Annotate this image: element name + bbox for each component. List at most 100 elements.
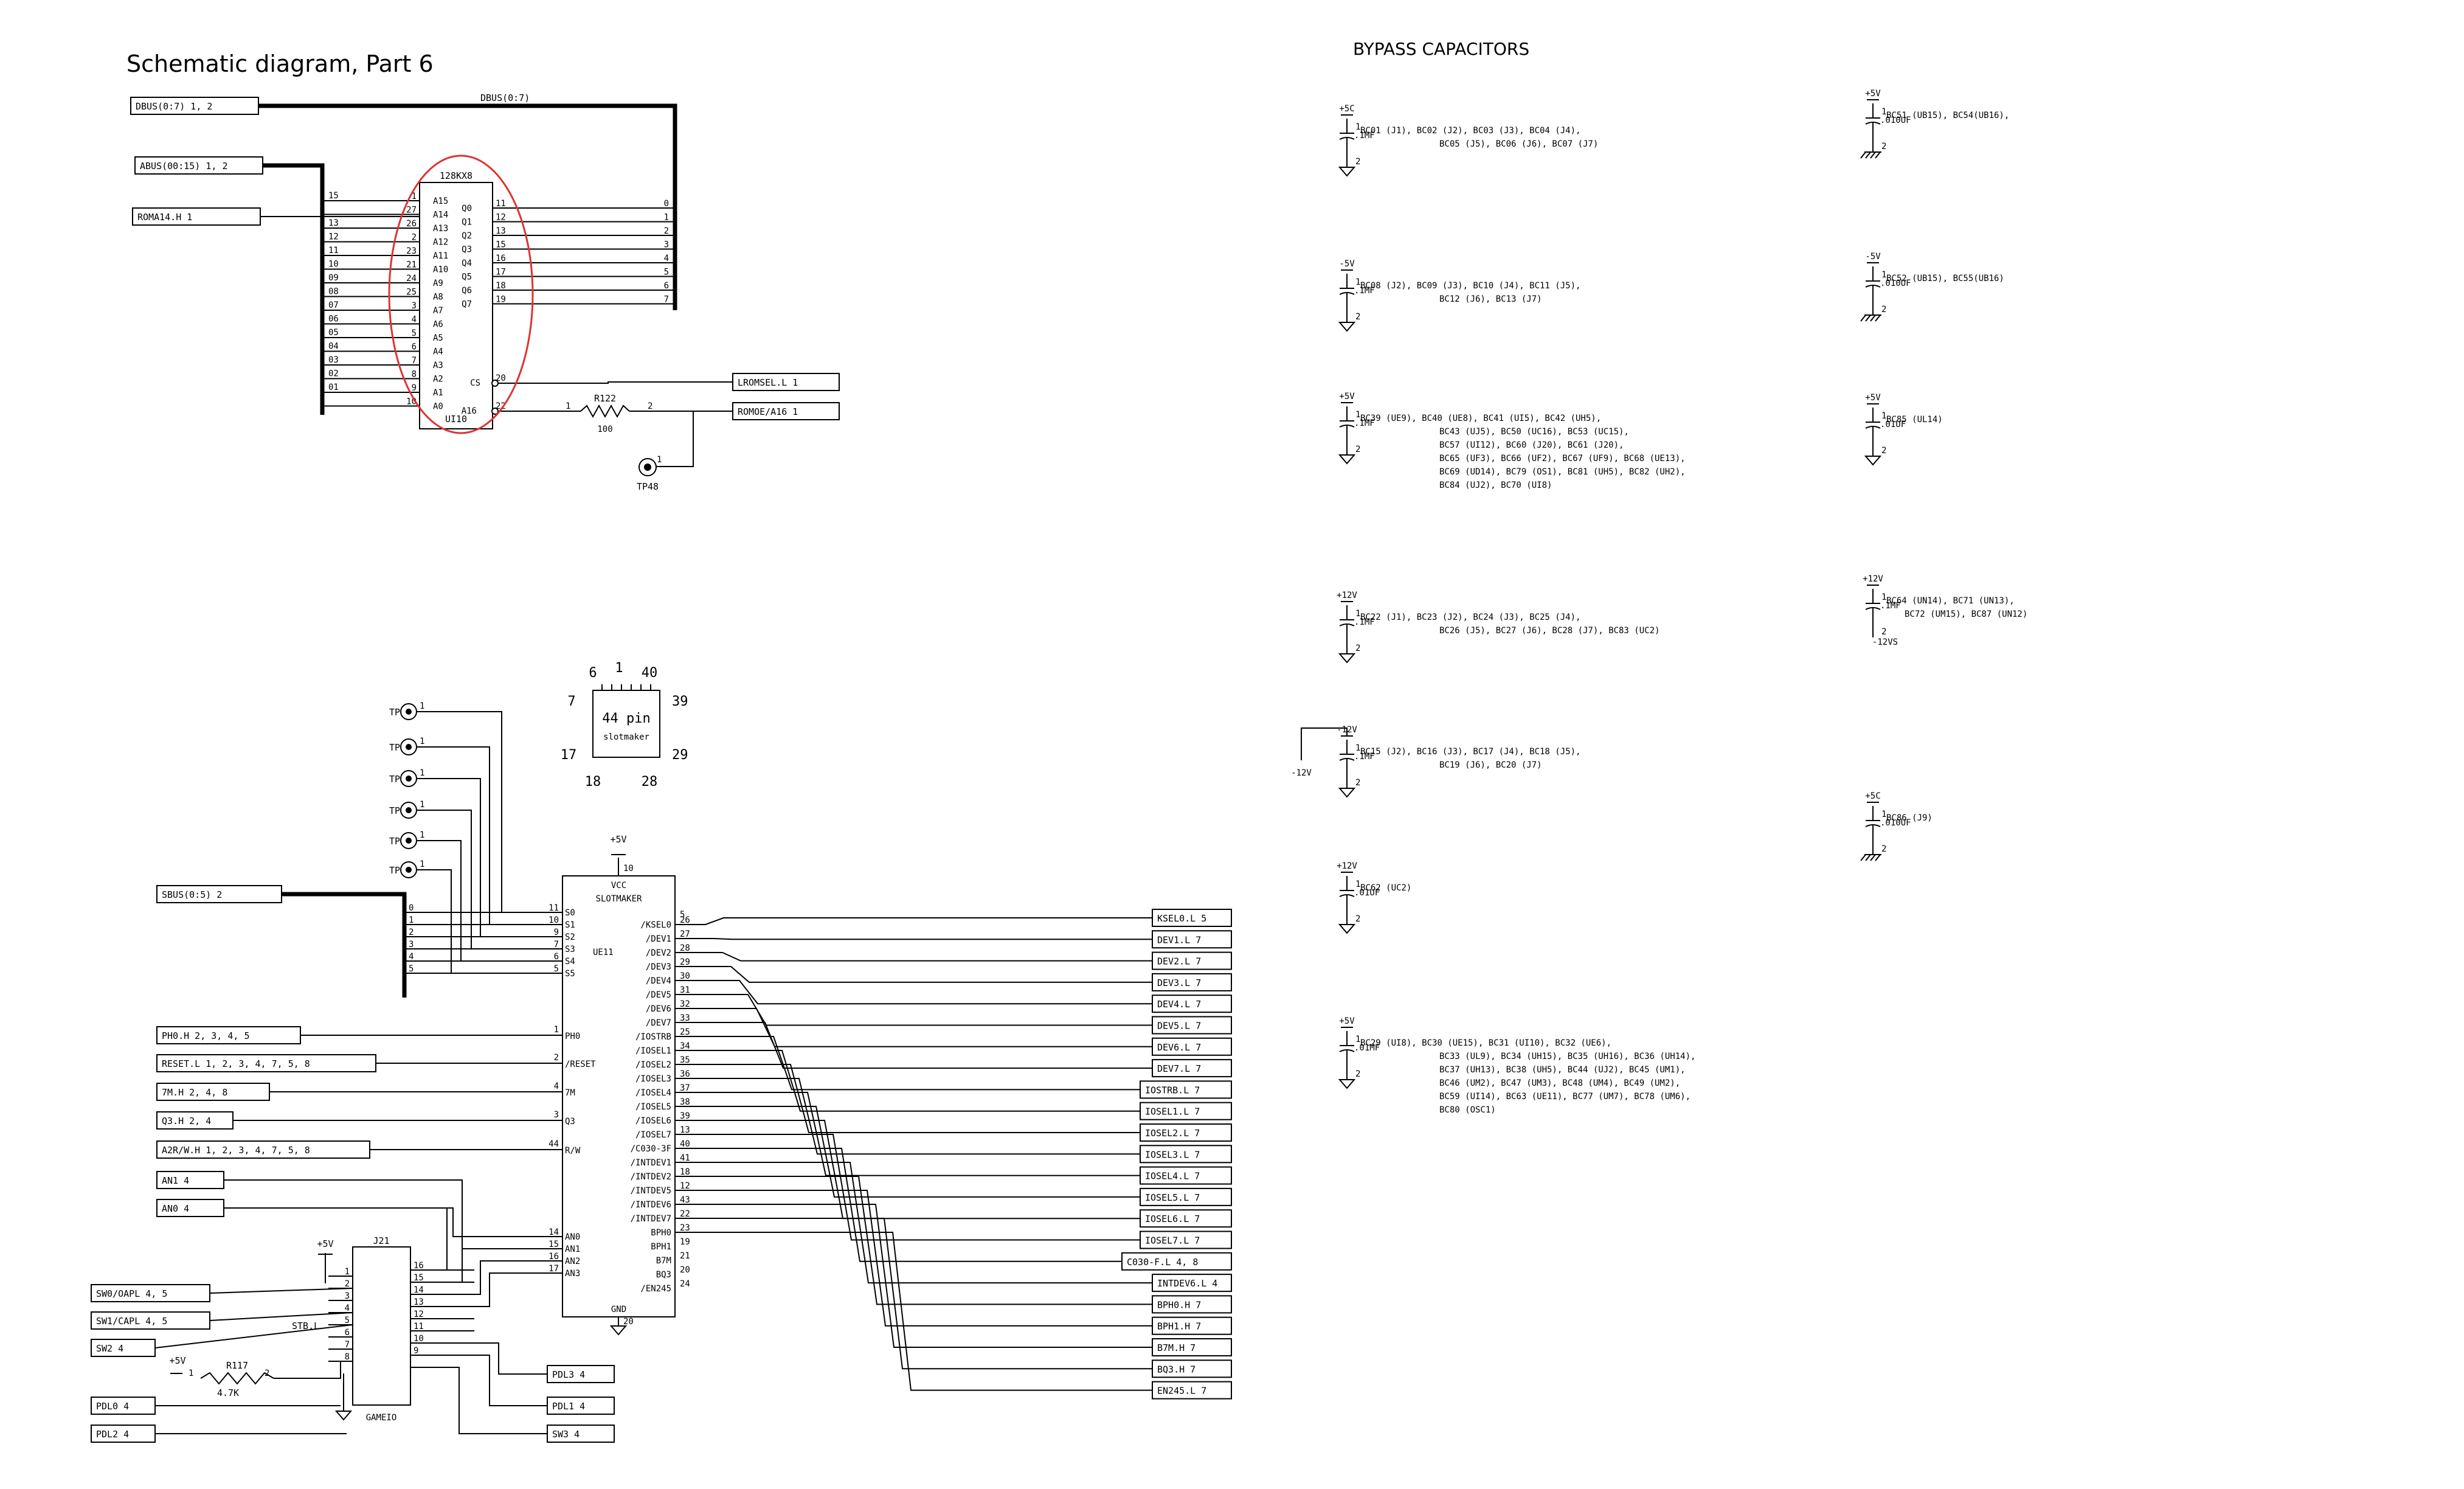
pin-num: 20 [680,1265,690,1275]
signal-label-text: PDL1 4 [552,1401,585,1412]
cap-rail: +5C [1339,104,1354,114]
tp-dot [406,744,412,750]
pin-num: 27 [680,929,690,939]
pin-num: 38 [680,1097,690,1107]
rom-addr-pin: A15 [433,196,448,206]
signal-label-text: IOSEL2.L 7 [1145,1128,1200,1139]
r122-symbol [580,404,630,418]
romoe-output [732,402,840,420]
pin-name: S5 [565,969,575,979]
pin-num: 1 [1881,592,1886,602]
sw3-output [547,1425,615,1443]
pin-num: 12 [414,1310,424,1319]
signal-label-text: ROMOE/A16 1 [738,406,798,417]
ground-hatch [1875,314,1881,322]
output-label [1140,1080,1232,1099]
tp-pin: 1 [420,768,424,778]
signal-label-text: ABUS(00:15) 1, 2 [140,161,228,172]
slotmaker-chip [562,875,676,1317]
pkg-num: 29 [672,748,688,763]
output-label [1152,1059,1232,1078]
rom-addr-num: 25 [406,288,417,297]
signal-label-text: ROMA14.H 1 [137,212,192,223]
rom-addr-pin: A1 [433,388,443,398]
pin-name: /INTDEV5 [631,1186,671,1196]
pin-name: /INTDEV6 [631,1200,671,1210]
tp-wire [417,711,502,912]
capacitor-plate [1339,894,1355,897]
capacitor-plate [1865,824,1881,827]
pin-num: 1 [566,401,570,411]
data-bit: 4 [664,254,669,263]
cap-rail: +12V [1863,574,1883,584]
capacitor-plate [1339,1049,1355,1052]
rom-data-num: 18 [496,281,506,291]
pin-num: 1 [1355,880,1360,889]
output-wire [675,994,1152,1026]
chip-name: SLOTMAKER [596,894,642,904]
sw-wire [209,1288,353,1294]
pin-num: 2 [1355,778,1360,788]
ground-symbol [1338,454,1356,465]
pkg-num: 17 [561,748,577,763]
pin-name: BQ3 [656,1270,671,1280]
rom-addr-pin: A5 [433,333,443,343]
ground-hatch [1860,314,1866,322]
rom-data-pin: Q0 [462,204,472,213]
ground-hatch [1860,151,1866,159]
a16-num: 22 [496,401,506,411]
output-wire [675,1008,1152,1047]
ground-hatch [1875,854,1881,861]
tp-pin: 1 [420,830,424,840]
rom-addr-pin: A3 [433,361,443,370]
r117-symbol [200,1372,274,1385]
pin-name: /DEV5 [646,990,671,1000]
rom-addr-num: 21 [406,260,417,270]
bus-bit: 11 [328,246,339,255]
pin-name: /IOSEL4 [635,1088,671,1098]
pin-name: B7M [656,1256,671,1266]
rom-data-pin: Q6 [462,286,472,296]
rom-chip [419,182,493,429]
pin-name: /INTDEV1 [631,1158,671,1168]
output-label [1121,1252,1232,1271]
cap-value: .010UF [1880,818,1911,828]
rom-data-num: 16 [496,254,506,263]
rom-data-num: 19 [496,295,506,305]
signal-label-text: IOSTRB.L 7 [1145,1085,1200,1095]
abus-input-label [134,156,263,175]
cap-rail: -5V [1339,259,1355,269]
pin-num: 37 [680,1083,690,1093]
output-label [1152,1295,1232,1314]
pin-num: 12 [680,1181,690,1191]
signal-label-text: IOSEL7.L 7 [1145,1235,1200,1246]
pin-num: 2 [1355,644,1360,653]
pin-name: /IOSEL3 [635,1074,671,1084]
cap-refs: BC05 (J5), BC06 (J6), BC07 (J7) [1439,139,1598,149]
rom-addr-pin: A10 [433,265,448,275]
rom-addr-num: 3 [412,301,417,311]
cap-refs: BC37 (UH13), BC38 (UH5), BC44 (UJ2), BC4… [1439,1065,1686,1075]
signal-label-text: INTDEV6.L 4 [1157,1278,1217,1289]
output-label [1152,1037,1232,1056]
output-label [1152,1381,1232,1400]
pin-name: PH0 [565,1032,580,1041]
pkg-num: 39 [672,694,688,709]
pin-name: S2 [565,932,575,942]
sw0-input [91,1284,210,1302]
r122-ref: R122 [594,393,616,404]
data-bit: 0 [664,199,669,209]
pin-num: 2 [265,1369,269,1378]
pin-num: 39 [680,1111,690,1121]
pin-name: /DEV1 [646,934,671,944]
pin-num: 9 [414,1346,418,1356]
tp-pin: 1 [420,859,424,869]
pin-num: 2 [1881,446,1886,456]
output-label [1152,951,1232,970]
r117-wire [274,1361,353,1379]
neg12-wire [1301,727,1348,760]
pin-num: 10 [623,864,634,873]
bus-bit: 03 [328,355,339,365]
cap-refs: BC85 (UL14) [1886,415,1943,425]
output-wire [675,952,1152,962]
